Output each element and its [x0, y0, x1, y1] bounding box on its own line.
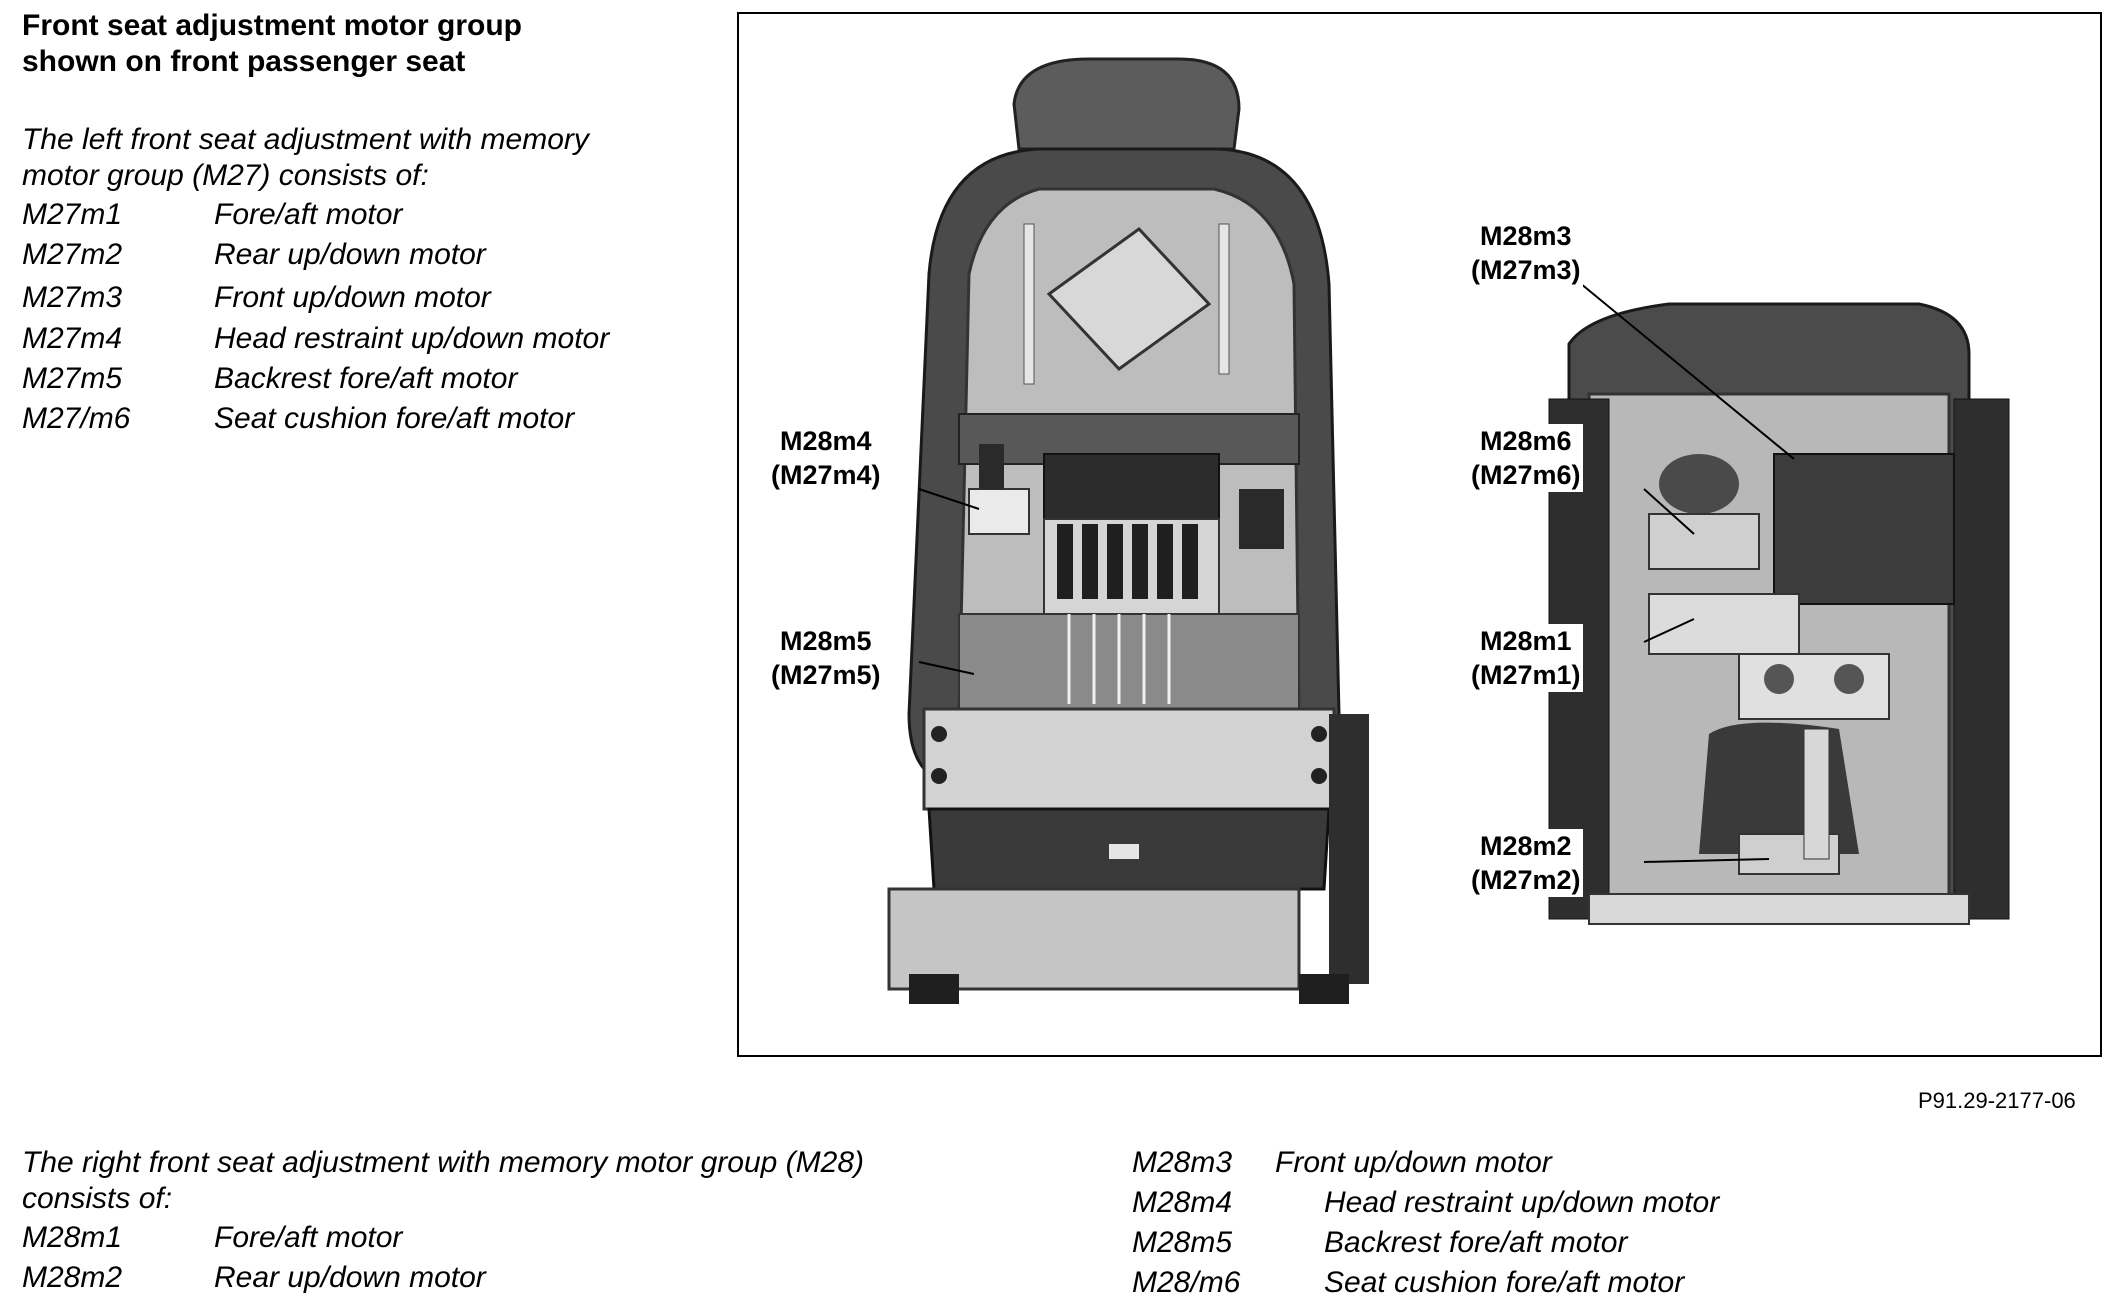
page-title: Front seat adjustment motor group shown …: [22, 8, 522, 80]
motor-description: Rear up/down motor: [214, 1261, 486, 1294]
seat-illustration: [887, 57, 2010, 1004]
motor-code: M27m4: [22, 322, 123, 355]
right-group-list-left: M28m1 Fore/aft motor M28m2 Rear up/down …: [22, 1220, 722, 1310]
left-group-list: M27m1 Fore/aft motor M27m2 Rear up/down …: [22, 197, 722, 447]
callout-alt-code: (M27m6): [1471, 460, 1581, 490]
motor-code: M28/m6: [1132, 1266, 1241, 1299]
callout-m28m6: M28m6 (M27m6): [1469, 424, 1583, 492]
right-intro-line-1: The right front seat adjustment with mem…: [22, 1146, 864, 1179]
callout-alt-code: (M27m4): [771, 460, 881, 490]
callout-m28m4: M28m4 (M27m4): [769, 424, 883, 492]
motor-description: Front up/down motor: [214, 281, 491, 314]
left-seat-photo: [887, 57, 1369, 1004]
motor-code: M27m1: [22, 198, 123, 231]
motor-code: M27/m6: [22, 402, 131, 435]
motor-code: M28m3: [1132, 1146, 1233, 1179]
callout-m28m1: M28m1 (M27m1): [1469, 624, 1583, 692]
motor-description: Fore/aft motor: [214, 1221, 403, 1254]
title-line-2: shown on front passenger seat: [22, 45, 466, 78]
motor-description: Seat cushion fore/aft motor: [214, 402, 575, 435]
motor-description: Head restraint up/down motor: [214, 322, 610, 355]
figure-reference: P91.29-2177-06: [1918, 1088, 2076, 1113]
callout-code: M28m6: [1479, 426, 1572, 456]
callout-code: M28m2: [1479, 831, 1572, 861]
motor-code: M28m1: [22, 1221, 123, 1254]
callout-code: M28m4: [779, 426, 872, 456]
right-group-list-right: M28m3 Front up/down motor M28m4 Head res…: [1132, 1145, 2032, 1310]
left-group-intro: The left front seat adjustment with memo…: [22, 122, 589, 194]
callout-code: M28m3: [1479, 221, 1572, 251]
motor-description: Backrest fore/aft motor: [1324, 1226, 1628, 1259]
motor-description: Head restraint up/down motor: [1324, 1186, 1720, 1219]
motor-description: Seat cushion fore/aft motor: [1324, 1266, 1685, 1299]
right-seat-photo: [1548, 302, 2010, 925]
callout-m28m5: M28m5 (M27m5): [769, 624, 883, 692]
callout-alt-code: (M27m5): [771, 660, 881, 690]
title-line-1: Front seat adjustment motor group: [22, 9, 523, 42]
motor-code: M27m3: [22, 281, 123, 314]
callout-code: M28m1: [1479, 626, 1572, 656]
leader-lines: [918, 273, 1795, 863]
motor-description: Backrest fore/aft motor: [214, 362, 518, 395]
left-intro-line-2: motor group (M27) consists of:: [22, 159, 429, 192]
motor-code: M27m5: [22, 362, 123, 395]
right-intro-line-2: consists of:: [22, 1182, 173, 1215]
seat-figure: M28m4 (M27m4) M28m5 (M27m5) M28m3 (M27m3…: [737, 12, 2102, 1057]
callout-alt-code: (M27m3): [1471, 255, 1581, 285]
motor-description: Rear up/down motor: [214, 238, 486, 271]
motor-code: M28m2: [22, 1261, 123, 1294]
callout-alt-code: (M27m1): [1471, 660, 1581, 690]
motor-code: M28m5: [1132, 1226, 1233, 1259]
motor-description: Front up/down motor: [1275, 1146, 1552, 1179]
motor-code: M28m4: [1132, 1186, 1233, 1219]
motor-code: M27m2: [22, 238, 123, 271]
callout-alt-code: (M27m2): [1471, 865, 1581, 895]
right-group-intro: The right front seat adjustment with mem…: [22, 1145, 864, 1217]
callout-code: M28m5: [779, 626, 872, 656]
motor-description: Fore/aft motor: [214, 198, 403, 231]
callout-m28m2: M28m2 (M27m2): [1469, 829, 1583, 897]
callout-m28m3: M28m3 (M27m3): [1469, 219, 1583, 287]
left-intro-line-1: The left front seat adjustment with memo…: [22, 123, 589, 156]
